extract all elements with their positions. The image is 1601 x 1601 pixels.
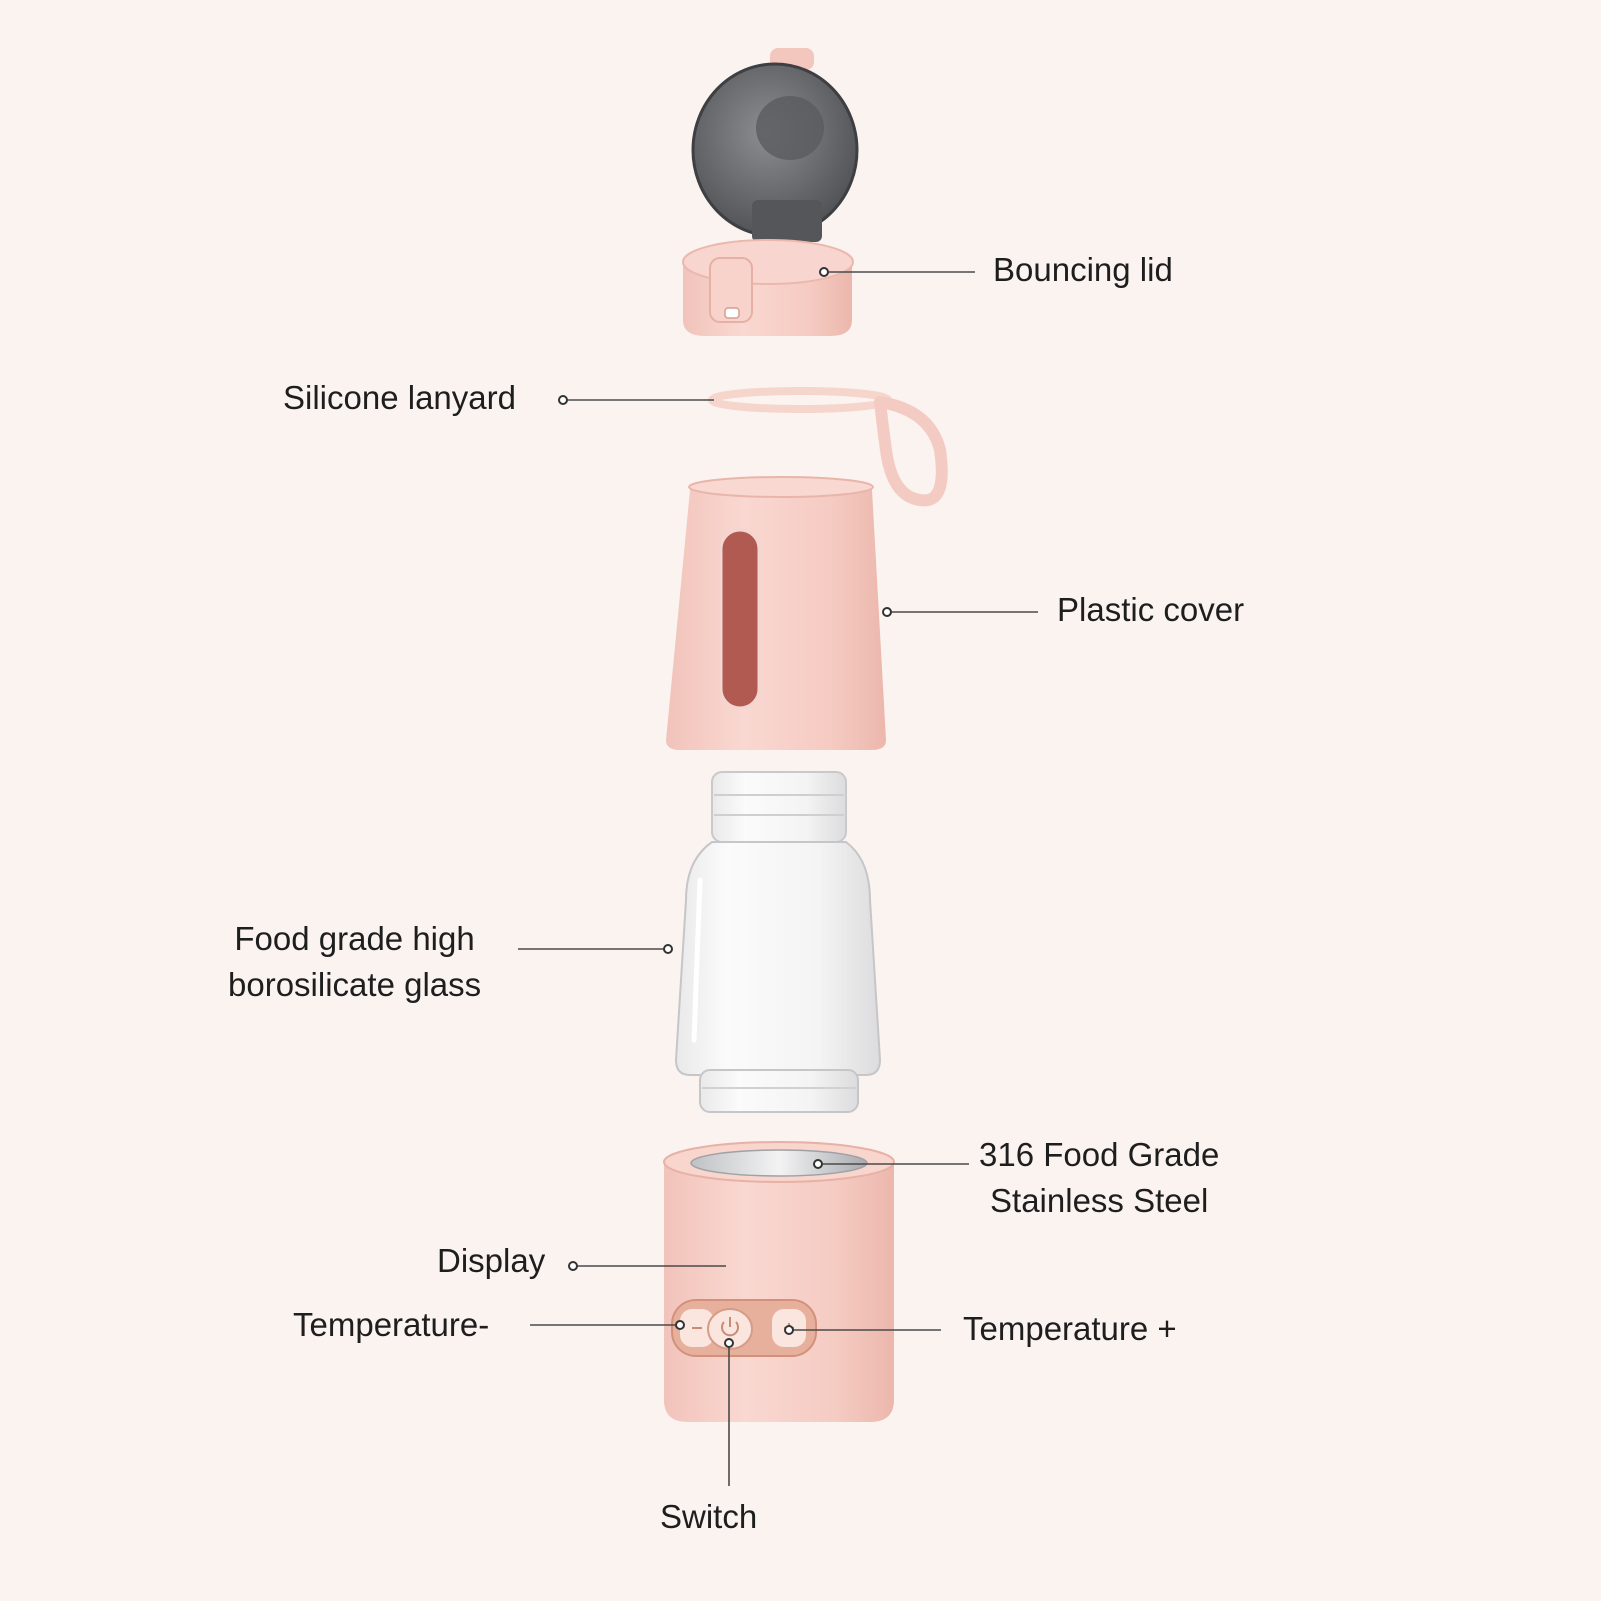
label-glass-line2: borosilicate glass [228, 966, 482, 1003]
glass-body [674, 841, 882, 1076]
lid-lock-button [724, 307, 740, 319]
callout-dot-temperature-plus [784, 1325, 794, 1335]
label-silicone-lanyard-text: Silicone lanyard [283, 379, 516, 416]
callout-dot-steel [813, 1159, 823, 1169]
label-steel-line2: Stainless Steel [990, 1182, 1209, 1219]
heater-base-part [663, 1141, 895, 1422]
label-silicone-lanyard: Silicone lanyard [283, 375, 516, 421]
lanyard-loop [874, 396, 948, 507]
label-steel: 316 Food Grade Stainless Steel [979, 1132, 1219, 1224]
callout-dot-switch [724, 1338, 734, 1348]
callout-dot-silicone-lanyard [558, 395, 568, 405]
label-display: Display [437, 1238, 545, 1284]
label-plastic-cover-text: Plastic cover [1057, 591, 1245, 628]
callout-dot-display [568, 1261, 578, 1271]
callout-lines [518, 267, 1038, 1486]
power-icon [721, 1321, 739, 1337]
glass-neck [711, 771, 847, 843]
callout-dot-bouncing-lid [819, 267, 829, 277]
base-body [664, 1160, 894, 1422]
label-plastic-cover: Plastic cover [1057, 587, 1244, 633]
lid-hinge [752, 200, 822, 242]
label-steel-line1: 316 Food Grade [979, 1136, 1220, 1173]
glass-bottle-part [674, 771, 882, 1113]
switch-button [707, 1308, 753, 1350]
callout-dot-plastic-cover [882, 607, 892, 617]
bouncing-lid-part [682, 48, 859, 336]
label-glass: Food grade high borosilicate glass [228, 916, 481, 1008]
plastic-cover-part [666, 476, 886, 750]
glass-base-thread [699, 1069, 859, 1113]
label-switch-text: Switch [660, 1498, 758, 1535]
label-bouncing-lid: Bouncing lid [993, 247, 1173, 293]
lid-clip [709, 257, 753, 323]
lid-cap-inner [756, 96, 824, 160]
label-switch: Switch [660, 1494, 757, 1540]
cover-body [666, 482, 886, 750]
label-temperature-minus-text: Temperature- [293, 1306, 490, 1343]
label-bouncing-lid-text: Bouncing lid [993, 251, 1173, 288]
cover-rim [688, 476, 874, 498]
lanyard-ring [708, 387, 892, 413]
steel-plate [690, 1149, 868, 1177]
label-glass-line1: Food grade high [234, 920, 475, 957]
label-temperature-plus: Temperature + [963, 1306, 1177, 1352]
glass-highlight [691, 877, 703, 1043]
label-temperature-minus: Temperature- [293, 1302, 489, 1348]
lid-base-top [682, 239, 854, 285]
label-display-text: Display [437, 1242, 546, 1279]
label-temperature-plus-text: Temperature + [963, 1310, 1177, 1347]
cover-window [719, 528, 761, 710]
callout-dot-glass [663, 944, 673, 954]
callout-dot-temperature-minus [675, 1320, 685, 1330]
